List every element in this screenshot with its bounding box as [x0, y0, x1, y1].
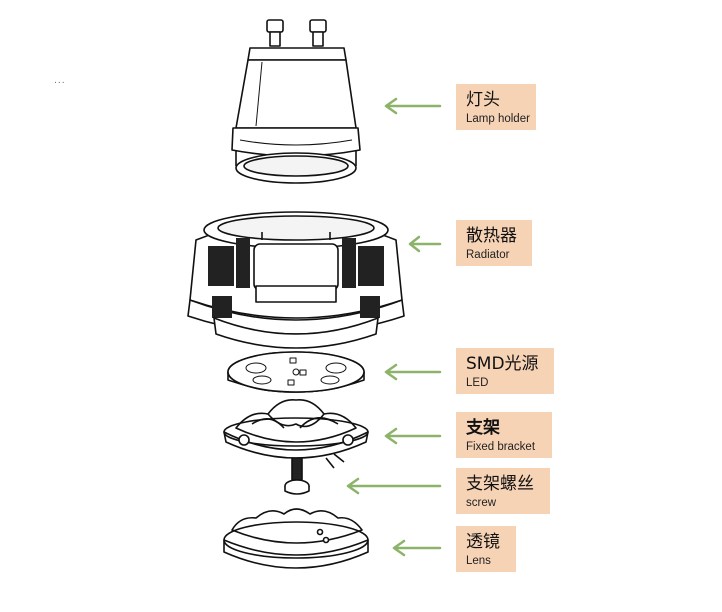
arrow-radiator — [408, 235, 442, 253]
label-screw-en: screw — [466, 497, 497, 509]
radiator-drawing — [187, 211, 405, 349]
label-radiator: 散热器 Radiator — [456, 220, 532, 266]
label-lens: 透镜 Lens — [456, 526, 516, 572]
label-led: SMD光源 LED — [456, 348, 554, 394]
label-fixed-bracket-zh: 支架 — [466, 418, 500, 438]
arrow-lamp-holder — [384, 97, 442, 115]
label-lens-en: Lens — [466, 555, 491, 567]
bracket-drawing — [223, 398, 369, 469]
arrow-lens — [392, 539, 442, 557]
label-fixed-bracket: 支架 Fixed bracket — [456, 412, 552, 458]
label-screw-zh: 支架螺丝 — [466, 474, 534, 494]
label-lens-zh: 透镜 — [466, 532, 500, 552]
arrow-screw — [346, 477, 442, 495]
label-led-zh: SMD光源 — [466, 354, 539, 374]
label-radiator-en: Radiator — [466, 249, 510, 261]
led-drawing — [227, 351, 365, 393]
screw-drawing — [284, 457, 310, 495]
lens-drawing — [223, 508, 369, 569]
label-lamp-holder-zh: 灯头 — [466, 90, 500, 110]
arrow-fixed-bracket — [384, 427, 442, 445]
stray-mark: ... — [54, 76, 66, 86]
label-radiator-zh: 散热器 — [466, 226, 517, 246]
arrow-led — [384, 363, 442, 381]
label-screw: 支架螺丝 screw — [456, 468, 550, 514]
label-led-en: LED — [466, 377, 489, 389]
label-lamp-holder: 灯头 Lamp holder — [456, 84, 536, 130]
label-lamp-holder-en: Lamp holder — [466, 113, 530, 125]
label-fixed-bracket-en: Fixed bracket — [466, 441, 536, 453]
lamp-holder-drawing — [231, 19, 361, 184]
